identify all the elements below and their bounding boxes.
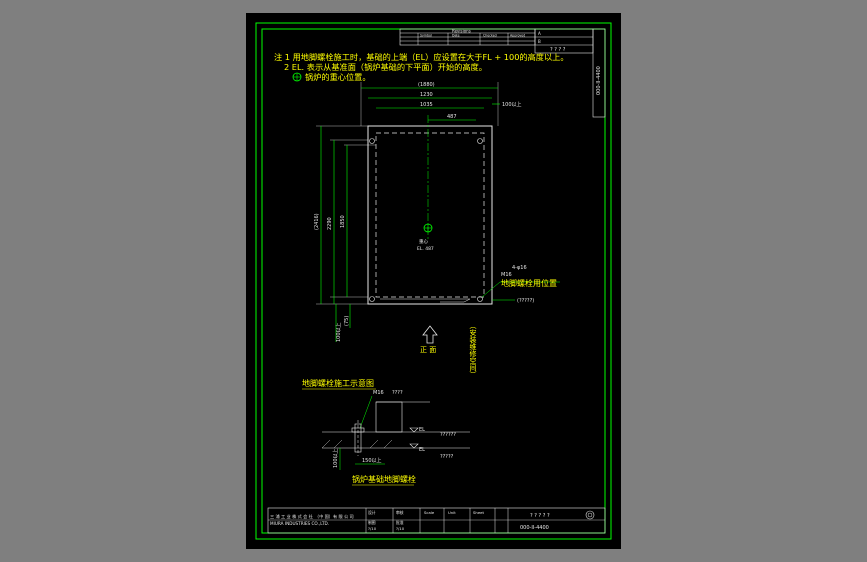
boiler-outline bbox=[367, 125, 493, 305]
elevation-marker-icon bbox=[409, 443, 419, 449]
plan-view: (2416) 2290 1850 100以上 (75) (1880) 1230 … bbox=[314, 82, 560, 378]
bolt-size: M16 bbox=[501, 272, 512, 278]
side-label-box: 000-II-4400 bbox=[592, 28, 606, 118]
note-line-2: 2 EL. 表示从基准面（锅炉基础的下平面）开始的高度。 bbox=[284, 62, 487, 72]
dim-h-487: 487 bbox=[447, 114, 457, 120]
bolt-hole-icon bbox=[477, 296, 483, 302]
bolt-hole-icon bbox=[369, 296, 375, 302]
cog-label: 重心 bbox=[419, 238, 428, 245]
anchor-dim-h: 100以上 bbox=[332, 448, 339, 468]
el-2-value: ????? bbox=[440, 454, 454, 460]
dim-v-75: (75) bbox=[344, 316, 350, 326]
revision-table: Revisions Symbol Date Checked Approved A… bbox=[399, 29, 594, 54]
date-2: ?/10 bbox=[396, 526, 405, 531]
el-2-label: EL bbox=[419, 447, 425, 453]
bolt-position-value: (?????) bbox=[517, 298, 534, 304]
front-arrow-icon bbox=[422, 325, 438, 344]
side-drawing-number: 000-II-4400 bbox=[596, 66, 602, 95]
designed-label: 设计 bbox=[368, 510, 376, 515]
revision-approved: Approved bbox=[510, 33, 525, 37]
dim-h-100: 100以上 bbox=[502, 101, 522, 108]
dim-v-1850: 1850 bbox=[340, 215, 346, 228]
drawing-number: 000-II-4400 bbox=[520, 525, 549, 531]
checked-label: 审核 bbox=[396, 510, 404, 515]
dim-h-1035: 1035 bbox=[420, 102, 433, 108]
drawn-label: 制图 bbox=[368, 520, 376, 525]
revision-row-a: A bbox=[538, 31, 541, 36]
cog-elevation: EL. 487 bbox=[417, 246, 434, 252]
notes: 注 1 用地脚螺栓施工时，基础的上端（EL）应设置在大于FL + 100的高度以… bbox=[274, 52, 569, 82]
sheet-background bbox=[246, 13, 621, 549]
cog-symbol-icon bbox=[292, 72, 302, 82]
dim-v-100: 100以上 bbox=[335, 322, 342, 342]
note-line-3: 锅炉的重心位置。 bbox=[305, 72, 371, 82]
el-1-value: ?????? bbox=[440, 432, 456, 438]
front-label: 正 面 bbox=[420, 346, 436, 354]
bolt-position-label: 地脚螺栓用位置 bbox=[501, 278, 557, 288]
title-block: 三 浦 工 业 株 式 会 社 （中 国）有 限 公 司 MIURA INDUS… bbox=[267, 507, 606, 534]
center-of-gravity-icon bbox=[423, 223, 433, 233]
anchor-bolt-size: M16 bbox=[373, 390, 384, 396]
outer-frame bbox=[255, 22, 612, 540]
revision-row-b: B bbox=[538, 39, 541, 44]
dim-h-outer: (1880) bbox=[418, 82, 435, 88]
el-1-label: EL bbox=[419, 427, 425, 433]
unit-label: Unit bbox=[448, 510, 456, 515]
note-line-1: 注 1 用地脚螺栓施工时，基础的上端（EL）应设置在大于FL + 100的高度以… bbox=[274, 52, 569, 62]
stamp-icon bbox=[585, 510, 595, 520]
bolt-hole-icon bbox=[477, 138, 483, 144]
bolt-hole-icon bbox=[369, 138, 375, 144]
anchor-detail: 地脚螺栓施工示意图 M16 ???? EL ?????? EL ????? bbox=[302, 378, 470, 486]
scale-label: Scale bbox=[424, 510, 435, 515]
sheet-label: Sheet bbox=[473, 510, 484, 515]
revision-date: Date bbox=[452, 33, 460, 37]
revision-code: ? ? ? ? bbox=[550, 47, 566, 53]
maintenance-space-note: （安装维修空间） bbox=[469, 322, 477, 378]
anchor-bolt-value: ???? bbox=[392, 390, 403, 396]
anchor-detail-title: 地脚螺栓施工示意图 bbox=[302, 378, 374, 388]
date-1: ?/10 bbox=[368, 526, 377, 531]
revision-checked: Checked bbox=[483, 33, 497, 37]
revision-title: Revisions bbox=[452, 29, 471, 34]
anchor-detail-caption: 锅炉基础地脚螺栓 bbox=[352, 474, 416, 484]
revision-symbol: Symbol bbox=[420, 33, 432, 37]
elevation-marker-icon bbox=[409, 427, 419, 433]
approved-label: 批准 bbox=[396, 520, 404, 525]
dim-v-2290: 2290 bbox=[327, 217, 333, 230]
anchor-dim-w: 150以上 bbox=[362, 457, 382, 464]
company-name: 三 浦 工 业 株 式 会 社 （中 国）有 限 公 司 bbox=[270, 513, 354, 520]
company-name-en: MIURA INDUSTRIES CO.,LTD. bbox=[270, 521, 329, 526]
dim-h-1230: 1230 bbox=[420, 92, 433, 98]
bolt-count: 4-φ16 bbox=[512, 265, 527, 271]
dim-v-outer: (2416) bbox=[314, 213, 320, 230]
model-name: ? ? ? ? ? bbox=[530, 513, 550, 519]
